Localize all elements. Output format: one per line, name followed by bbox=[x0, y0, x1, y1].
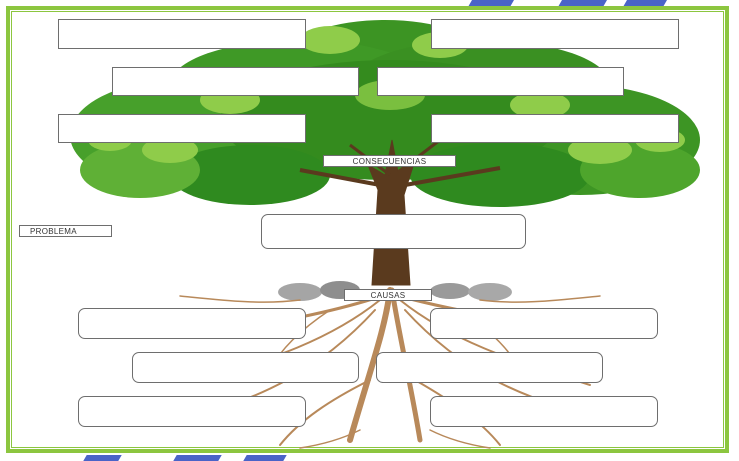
cause-box-3[interactable] bbox=[132, 352, 359, 383]
consequence-box-2[interactable] bbox=[431, 19, 679, 49]
problem-label: PROBLEMA bbox=[19, 225, 112, 237]
problem-box[interactable] bbox=[261, 214, 526, 249]
cause-box-4[interactable] bbox=[376, 352, 603, 383]
causes-label: CAUSAS bbox=[344, 289, 432, 301]
cause-box-6[interactable] bbox=[430, 396, 658, 427]
consequence-box-6[interactable] bbox=[431, 114, 679, 143]
consequence-box-5[interactable] bbox=[58, 114, 306, 143]
cause-box-1[interactable] bbox=[78, 308, 306, 339]
consequence-box-4[interactable] bbox=[377, 67, 624, 96]
consequence-box-3[interactable] bbox=[112, 67, 359, 96]
consequences-label: CONSECUENCIAS bbox=[323, 155, 456, 167]
cause-box-5[interactable] bbox=[78, 396, 306, 427]
consequence-box-1[interactable] bbox=[58, 19, 306, 49]
cause-box-2[interactable] bbox=[430, 308, 658, 339]
